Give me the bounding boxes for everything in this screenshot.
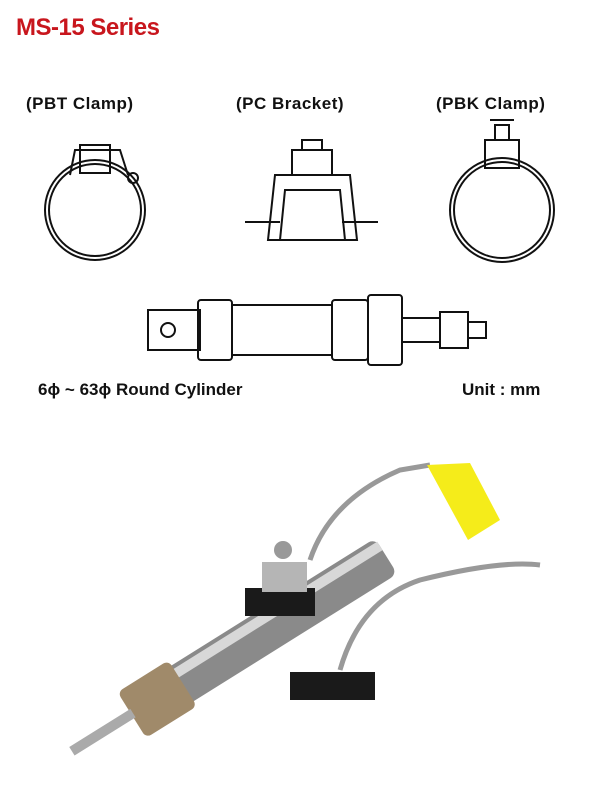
label-pbk-clamp: (PBK Clamp) xyxy=(436,94,546,113)
pbk-clamp-drawing xyxy=(449,119,555,263)
mounting-diagrams xyxy=(44,119,555,366)
unit-label: Unit : mm xyxy=(462,380,541,399)
label-pbt-clamp: (PBT Clamp) xyxy=(26,94,134,113)
sensor xyxy=(290,672,375,700)
series-title: MS-15 Series xyxy=(16,14,160,41)
label-pc-bracket: (PC Bracket) xyxy=(236,94,345,113)
pc-bracket-drawing xyxy=(245,139,378,241)
pbt-clamp-drawing xyxy=(44,144,146,261)
round-cylinder-drawing xyxy=(147,294,487,366)
cylinder-caption: 6ϕ ~ 63ϕ Round Cylinder xyxy=(38,380,243,399)
yellow-tag xyxy=(427,463,500,540)
